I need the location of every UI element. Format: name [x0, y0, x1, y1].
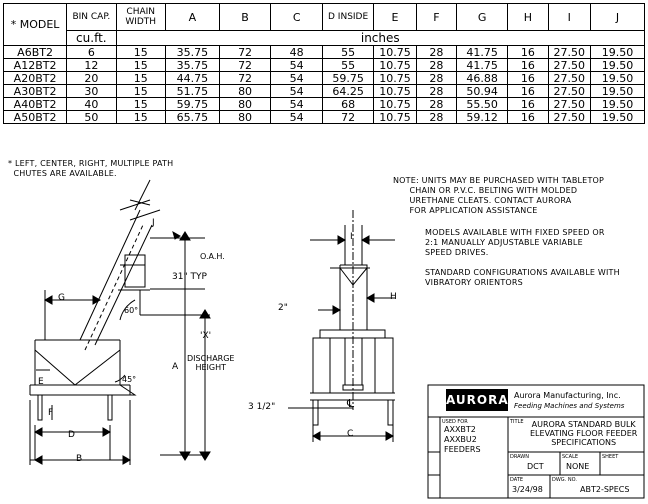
table-cell: 27.50: [547, 110, 592, 124]
dwg-number-label: DWG. NO.: [552, 477, 577, 483]
label-g: G: [58, 293, 65, 303]
scale-value: NONE: [566, 462, 590, 471]
table-cell: 16: [507, 110, 549, 124]
note-configurations: STANDARD CONFIGURATIONS AVAILABLE WITH V…: [425, 268, 620, 287]
aurora-logo: AURORA: [446, 389, 508, 411]
note-units: NOTE: UNITS MAY BE PURCHASED WITH TABLET…: [393, 176, 605, 215]
label-h: H: [390, 292, 397, 302]
used-for-label: USED FOR: [442, 419, 468, 425]
label-45-deg: 45°: [122, 375, 137, 384]
sheet-label: SHEET: [602, 454, 619, 460]
label-b: B: [76, 454, 83, 464]
note-models: MODELS AVAILABLE WITH FIXED SPEED OR 2:1…: [425, 228, 605, 257]
title-block-frame: [427, 384, 645, 499]
table-cell: 72: [321, 110, 375, 124]
drawn-label: DRAWN: [510, 454, 529, 460]
table-header-row: * MODEL BIN CAP. CHAIN WIDTH A B C D INS…: [2, 3, 645, 46]
spec-table: * MODEL BIN CAP. CHAIN WIDTH A B C D INS…: [2, 3, 646, 124]
company-tagline: Feeding Machines and Systems: [514, 402, 625, 410]
table-cell: 28: [415, 110, 458, 124]
header-g: G: [456, 3, 509, 31]
label-f: F: [48, 408, 54, 418]
note-chutes: * LEFT, CENTER, RIGHT, MULTIPLE PATH CHU…: [8, 159, 174, 178]
date-label: DATE: [510, 477, 524, 483]
label-31-typ: 31" TYP: [172, 272, 207, 282]
label-3-half-inch: 3 1/2": [248, 402, 276, 412]
table-cell: 80: [218, 110, 272, 124]
scale-label: SCALE: [562, 454, 579, 460]
end-view-drawing: [288, 210, 395, 442]
label-2-inch: 2": [278, 303, 288, 313]
label-60-deg: 60°: [124, 306, 139, 315]
drawing-title: AURORA STANDARD BULK ELEVATING FLOOR FEE…: [530, 420, 638, 447]
used-for-value: AXXBT2 AXXBU2 FEEDERS: [444, 425, 481, 454]
title-label: TITLE: [510, 419, 524, 425]
label-x: 'X': [200, 331, 212, 341]
table-cell: 15: [115, 110, 166, 124]
header-j: J: [590, 3, 645, 31]
date-value: 3/24/98: [512, 485, 543, 494]
table-cell: 65.75: [164, 110, 220, 124]
table-cell: 19.50: [590, 110, 645, 124]
label-centerline: ℄: [347, 397, 355, 410]
table-cell: 19.50: [590, 71, 645, 85]
label-c: C: [347, 429, 354, 439]
header-a: A: [164, 3, 220, 31]
label-j: J: [152, 218, 155, 228]
label-d: D: [68, 430, 75, 440]
company-name: Aurora Manufacturing, Inc.: [514, 391, 621, 400]
header-model: * MODEL: [2, 3, 68, 46]
label-e: E: [38, 377, 44, 387]
label-i: I: [350, 232, 353, 242]
dwg-number-value: ABT2-SPECS: [580, 485, 630, 494]
label-oah: O.A.H.: [200, 252, 225, 261]
header-d-inside: D INSIDE: [321, 3, 375, 31]
label-discharge-height: DISCHARGE HEIGHT: [187, 354, 235, 372]
header-f: F: [415, 3, 458, 31]
drawn-value: DCT: [527, 462, 544, 471]
label-a: A: [172, 362, 179, 372]
table-cell: 59.12: [456, 110, 509, 124]
table-cell: 64.25: [321, 84, 375, 98]
header-b: B: [218, 3, 272, 31]
